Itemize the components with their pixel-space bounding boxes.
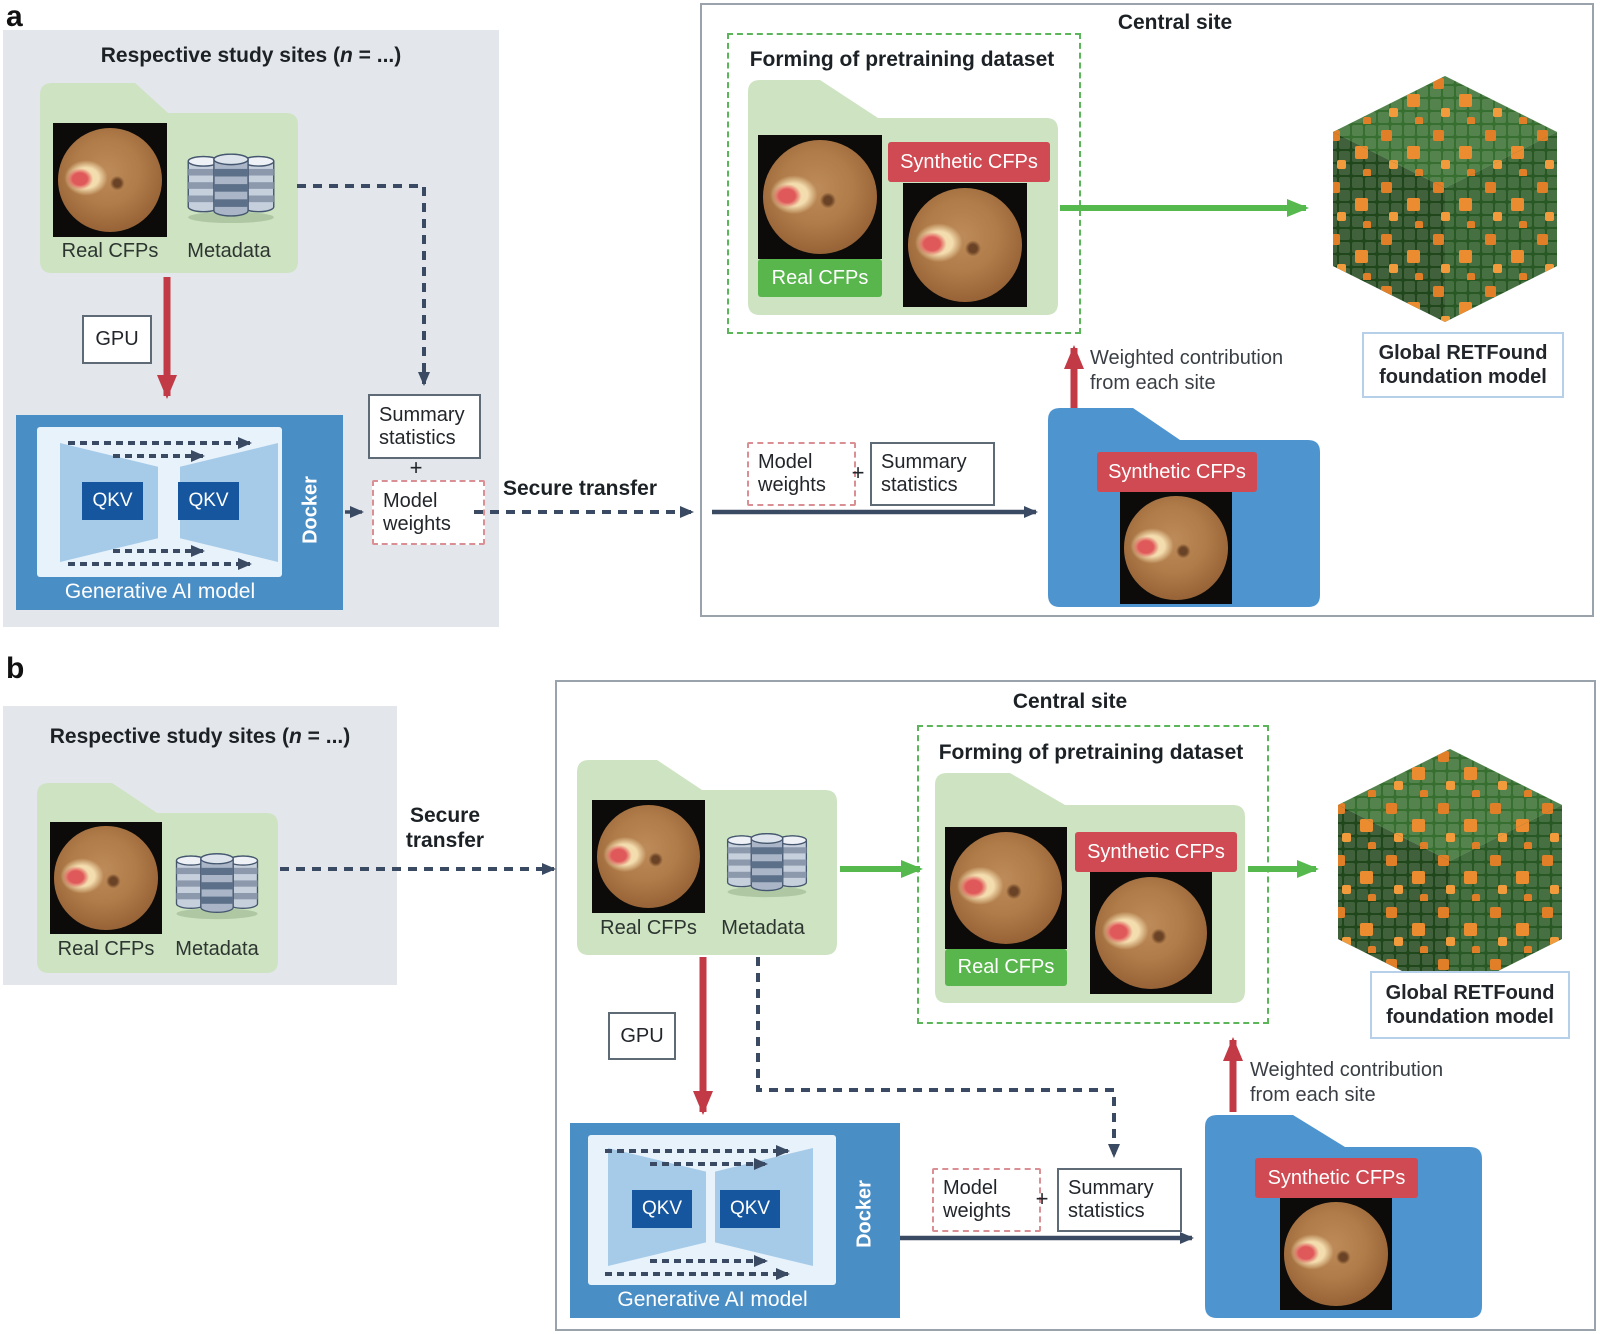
synthetic-cfps-chip: Synthetic CFPs xyxy=(1075,832,1237,872)
qkv-block: QKV xyxy=(82,482,143,520)
title-text: Respective study sites ( xyxy=(49,725,289,748)
secure-line1: Secure xyxy=(409,804,481,827)
qkv-block: QKV xyxy=(178,482,239,520)
model-weights-label: Model weights xyxy=(758,451,826,496)
generative-ai-model-caption: Generative AI model xyxy=(64,580,256,603)
real-cfps-label: Real CFPs xyxy=(61,240,159,262)
summary-statistics-label: Summary statistics xyxy=(379,403,465,449)
synthetic-cfps-chip: Synthetic CFPs xyxy=(1255,1158,1418,1198)
metadata-label: Metadata xyxy=(721,917,805,939)
real-cfps-label: Real CFPs xyxy=(600,917,697,939)
cube-caption: Global RETFound foundation model xyxy=(1385,982,1555,1028)
secure-line2: transfer xyxy=(405,829,485,853)
cube-caption: Global RETFound foundation model xyxy=(1378,342,1548,388)
gpu-label: GPU xyxy=(95,328,139,350)
model-weights-box: Model weights xyxy=(932,1168,1041,1232)
generative-ai-model-caption: Generative AI model xyxy=(617,1288,808,1311)
real-cfps-chip: Real CFPs xyxy=(945,949,1067,986)
real-cfps-label: Real CFPs xyxy=(57,938,155,960)
database-icon xyxy=(172,848,262,920)
cube-caption-box: Global RETFound foundation model xyxy=(1370,971,1570,1039)
model-weights-box: Model weights xyxy=(747,442,856,506)
fundus-photo xyxy=(1120,492,1232,604)
database-icon xyxy=(183,148,279,224)
foundation-model-cube xyxy=(1338,749,1562,995)
metadata-label: Metadata xyxy=(187,240,271,262)
fundus-photo xyxy=(903,183,1027,307)
real-cfps-chip: Real CFPs xyxy=(758,259,882,297)
forming-dataset-box-a xyxy=(727,33,1081,334)
summary-statistics-box: Summary statistics xyxy=(368,394,481,459)
qkv-block: QKV xyxy=(632,1190,692,1228)
docker-label: Docker xyxy=(853,1180,876,1248)
model-weights-label: Model weights xyxy=(943,1177,1011,1222)
weighted-contribution-label-b: Weighted contribution from each site xyxy=(1250,1059,1444,1106)
plus-sign: + xyxy=(851,460,865,485)
fundus-photo xyxy=(1280,1198,1392,1310)
panel-a-letter: a xyxy=(6,0,23,33)
gpu-box: GPU xyxy=(608,1012,676,1060)
fundus-photo xyxy=(1090,872,1212,994)
gpu-label: GPU xyxy=(620,1024,664,1047)
summary-statistics-box: Summary statistics xyxy=(870,442,995,506)
cube-caption-box: Global RETFound foundation model xyxy=(1362,332,1564,398)
plus-sign: + xyxy=(1035,1186,1049,1211)
summary-statistics-label: Summary statistics xyxy=(1068,1177,1154,1222)
panel-b-letter: b xyxy=(6,652,25,685)
gpu-box: GPU xyxy=(82,315,152,364)
qkv-block: QKV xyxy=(720,1190,780,1228)
synthetic-cfps-chip: Synthetic CFPs xyxy=(1097,452,1257,492)
docker-label: Docker xyxy=(299,476,322,544)
study-sites-title-a: Respective study sites (n = ...) xyxy=(3,44,499,68)
fundus-photo xyxy=(53,123,167,237)
fundus-photo xyxy=(758,135,882,259)
fundus-photo xyxy=(945,827,1067,949)
foundation-model-cube xyxy=(1333,76,1557,322)
title-text: = ...) xyxy=(352,44,402,67)
title-text: = ...) xyxy=(301,725,351,748)
metadata-label: Metadata xyxy=(175,938,259,960)
fundus-photo xyxy=(592,800,705,913)
title-n-italic: n xyxy=(340,44,353,67)
secure-transfer-label-b: Secure transfer xyxy=(385,803,505,853)
secure-transfer-label-a: Secure transfer xyxy=(502,477,658,500)
central-site-title-b: Central site xyxy=(1012,690,1128,713)
plus-sign: + xyxy=(409,455,423,480)
study-sites-title-b: Respective study sites (n = ...) xyxy=(3,725,397,749)
title-text: Respective study sites ( xyxy=(100,44,340,67)
summary-statistics-label: Summary statistics xyxy=(881,451,967,496)
weighted-contribution-label-a: Weighted contribution from each site xyxy=(1090,347,1284,394)
synthetic-cfps-chip: Synthetic CFPs xyxy=(888,142,1050,182)
summary-statistics-box: Summary statistics xyxy=(1057,1168,1182,1232)
forming-dataset-title-a: Forming of pretraining dataset xyxy=(749,48,1055,71)
database-icon xyxy=(722,828,812,898)
central-site-title-a: Central site xyxy=(1117,11,1233,34)
model-weights-box: Model weights xyxy=(372,480,485,545)
title-n-italic: n xyxy=(289,725,302,748)
model-weights-label: Model weights xyxy=(383,489,451,535)
fundus-photo xyxy=(50,822,162,934)
forming-dataset-title-b: Forming of pretraining dataset xyxy=(938,741,1244,764)
